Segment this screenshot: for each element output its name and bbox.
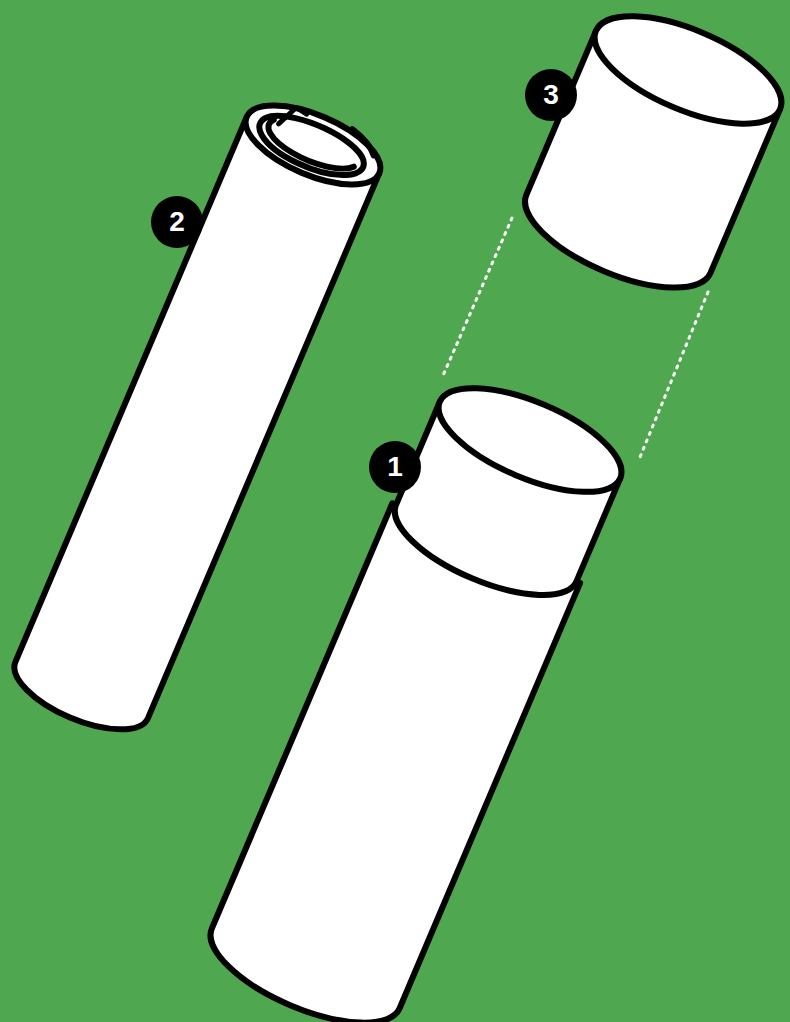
callout-number: 3: [525, 69, 577, 121]
tube-lid: [511, 0, 790, 310]
callout-number: 1: [369, 441, 421, 493]
callout-number: 2: [151, 196, 203, 248]
guide-line: [638, 292, 708, 462]
guide-line: [442, 218, 512, 378]
tube-body: [196, 365, 639, 1022]
